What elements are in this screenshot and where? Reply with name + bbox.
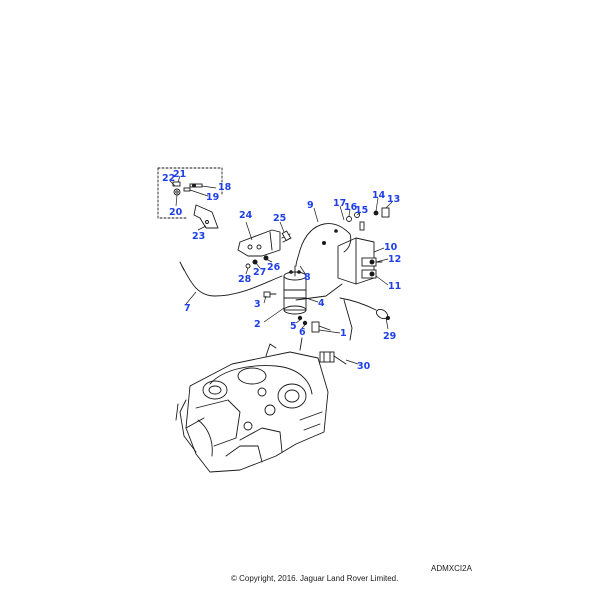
callout-17: 17 bbox=[333, 198, 346, 209]
ht-lead-7 bbox=[181, 265, 283, 297]
lead-4 bbox=[295, 283, 343, 301]
bolt-25 bbox=[281, 230, 292, 243]
mounting-bracket-24 bbox=[237, 229, 281, 257]
nuts-5-6 bbox=[297, 315, 308, 326]
callout-30: 30 bbox=[357, 361, 371, 372]
callout-15: 15 bbox=[355, 205, 368, 216]
fasteners-13-17 bbox=[346, 207, 390, 231]
callout-9: 9 bbox=[307, 200, 314, 211]
callout-5: 5 bbox=[290, 321, 297, 332]
callout-8: 8 bbox=[304, 272, 311, 283]
engine-block bbox=[175, 337, 329, 473]
harness-9 bbox=[299, 223, 352, 253]
sensor-29 bbox=[339, 297, 390, 320]
callout-18: 18 bbox=[218, 182, 232, 193]
callout-10: 10 bbox=[384, 242, 398, 253]
callout-21: 21 bbox=[173, 169, 186, 180]
callout-16: 16 bbox=[344, 202, 358, 213]
callout-24: 24 bbox=[239, 210, 253, 221]
connector-30 bbox=[319, 351, 347, 365]
callout-20: 20 bbox=[169, 207, 183, 218]
callout-28: 28 bbox=[238, 274, 252, 285]
screw-3 bbox=[263, 291, 277, 298]
callout-27: 27 bbox=[253, 267, 266, 278]
callout-12: 12 bbox=[388, 254, 401, 265]
callout-29: 29 bbox=[383, 331, 396, 342]
copyright-notice: © Copyright, 2016. Jaguar Land Rover Lim… bbox=[231, 574, 399, 583]
callout-2: 2 bbox=[254, 319, 261, 330]
callout-22: 22 bbox=[162, 173, 175, 184]
callout-25: 25 bbox=[273, 213, 286, 224]
callout-4: 4 bbox=[318, 298, 325, 309]
callout-23: 23 bbox=[192, 231, 205, 242]
connector-1 bbox=[311, 321, 331, 333]
callout-26: 26 bbox=[267, 262, 281, 273]
reference-code: ADMXCI2A bbox=[431, 564, 472, 573]
callout-14: 14 bbox=[372, 190, 386, 201]
callout-11: 11 bbox=[388, 281, 401, 292]
callout-13: 13 bbox=[387, 194, 400, 205]
bracket-23 bbox=[193, 204, 219, 229]
leader-lines bbox=[169, 175, 393, 365]
callout-3: 3 bbox=[254, 299, 261, 310]
callout-7: 7 bbox=[184, 303, 191, 314]
ignition-coil-2 bbox=[283, 265, 307, 315]
callout-6: 6 bbox=[299, 327, 306, 338]
switch-12 bbox=[361, 257, 383, 267]
inset-detail-box bbox=[157, 167, 223, 219]
callout-1: 1 bbox=[340, 328, 347, 339]
callout-19: 19 bbox=[206, 192, 219, 203]
callout-labels: 1 2 3 4 5 6 7 8 9 10 11 12 13 14 15 16 1… bbox=[162, 169, 401, 372]
switch-11 bbox=[361, 269, 377, 279]
